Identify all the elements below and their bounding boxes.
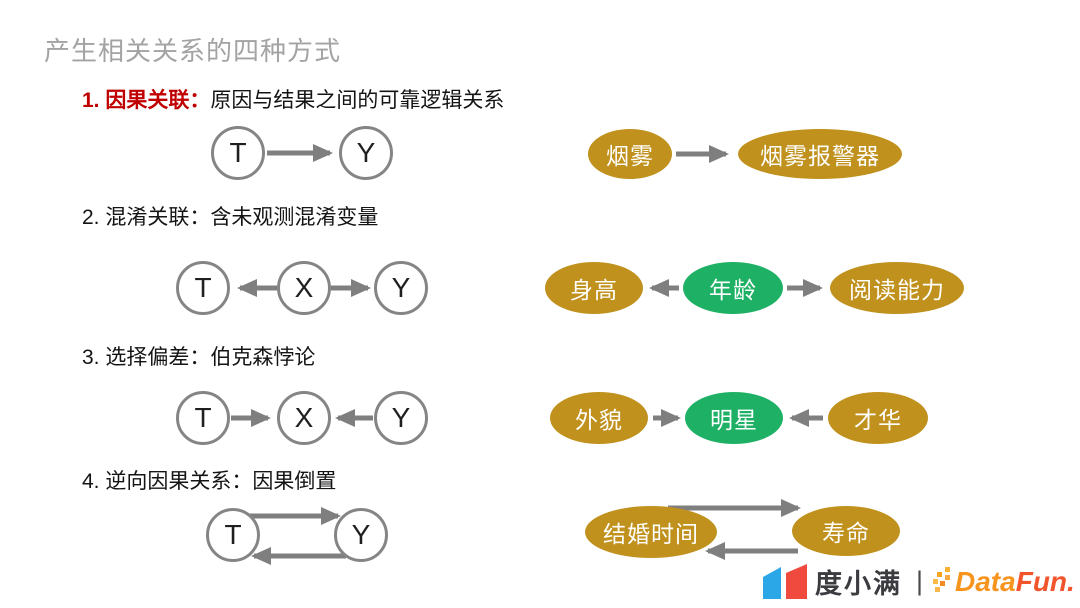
datafun-wordmark-part2: Fun. [1015,565,1075,597]
dag-node-x: X [277,391,331,445]
dag-node-y: Y [374,261,428,315]
section-2-heading-desc: 含未观测混淆变量 [210,206,379,229]
section-2-heading-term: 2. 混淆关联： [82,206,211,229]
section-4-heading-term: 4. 逆向因果关系： [82,470,253,493]
datafun-mosaic-icon [933,566,951,592]
footer-divider: | [916,565,924,596]
dag-node-t: T [206,508,260,562]
example-node: 年龄 [683,262,783,314]
example-node: 外貌 [550,392,648,444]
datafun-wordmark-part1: Data [955,565,1016,597]
duxiaoman-logo-icon [763,564,807,599]
dag-node-y: Y [334,508,388,562]
section-4-heading: 4. 逆向因果关系：因果倒置 [82,465,336,495]
example-node: 寿命 [792,506,900,556]
section-3-heading-term: 3. 选择偏差： [82,346,211,369]
example-node: 阅读能力 [830,262,964,314]
dag-node-t: T [176,391,230,445]
dag-node-x: X [277,261,331,315]
section-3-heading-desc: 伯克森悖论 [210,346,316,369]
section-1-heading-term: 1. 因果关联： [82,89,211,112]
dag-node-t: T [211,126,265,180]
section-1-heading: 1. 因果关联：原因与结果之间的可靠逻辑关系 [82,84,504,114]
section-2-heading: 2. 混淆关联：含未观测混淆变量 [82,201,378,231]
dag-node-y: Y [339,126,393,180]
example-node: 明星 [685,392,783,444]
section-4-heading-desc: 因果倒置 [252,470,337,493]
example-node: 烟雾报警器 [738,129,902,179]
example-node: 结婚时间 [585,506,717,558]
example-node: 烟雾 [588,129,672,179]
dag-node-t: T [176,261,230,315]
dag-node-y: Y [374,391,428,445]
example-node: 才华 [828,392,928,444]
section-3-heading: 3. 选择偏差：伯克森悖论 [82,341,315,371]
page-title: 产生相关关系的四种方式 [44,36,342,66]
section-1-heading-desc: 原因与结果之间的可靠逻辑关系 [210,89,505,112]
duxiaoman-wordmark: 度小满 [815,568,902,599]
example-node: 身高 [545,262,643,314]
